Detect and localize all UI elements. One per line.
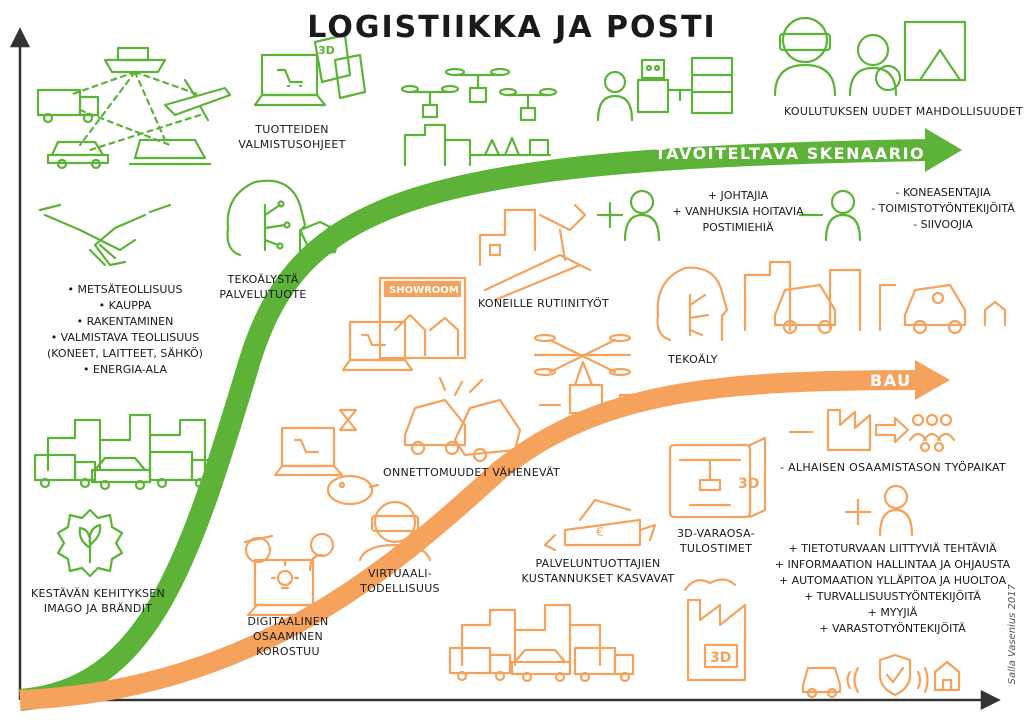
minus-job-item: - SIIVOOJIA bbox=[913, 218, 973, 231]
product-instructions-line-2: VALMISTUSOHJEET bbox=[238, 138, 346, 151]
axes bbox=[9, 27, 1001, 711]
printers-3d-line-1: 3D-VARAOSA- bbox=[676, 527, 756, 540]
target-scenario-label: TAVOITELTAVA SKENAARIO bbox=[655, 144, 926, 163]
sustainability-seal-icon bbox=[56, 508, 124, 578]
plus-job-item: + JOHTAJIA bbox=[707, 189, 769, 202]
car-crash-icon bbox=[403, 376, 522, 463]
handshake-icon bbox=[38, 203, 172, 267]
drone-delivery-icon bbox=[400, 67, 558, 167]
sustainability-label: KESTÄVÄN KEHITYKSEN IMAGO JA BRÄNDIT bbox=[28, 586, 168, 616]
plus-job-item: + VANHUKSIA HOITAVIA bbox=[672, 205, 804, 218]
new-job-item: + MYYJIÄ bbox=[867, 606, 918, 619]
minus-jobs-list: - KONEASENTAJIA - TOIMISTOTYÖNTEKIJÖITÄ … bbox=[868, 185, 1018, 233]
showroom-sign: SHOWROOM bbox=[389, 285, 459, 296]
traffic-jam-icon bbox=[33, 413, 212, 491]
svg-text:€: € bbox=[318, 233, 327, 249]
new-job-item: + AUTOMAATION YLLÄPITOA JA HUOLTOA bbox=[778, 574, 1007, 587]
industry-item: • RAKENTAMINEN bbox=[76, 315, 174, 328]
badge-3d: 3D bbox=[318, 44, 335, 57]
industries-list: • METSÄTEOLLISUUS • KAUPPA • RAKENTAMINE… bbox=[45, 282, 205, 378]
new-jobs-icon bbox=[844, 484, 914, 537]
ai-label: TEKOÄLY bbox=[668, 353, 718, 366]
ai-service-label: TEKOÄLYSTÄ PALVELUTUOTE bbox=[213, 272, 313, 302]
training-label: KOULUTUKSEN UUDET MAHDOLLISUUDET bbox=[784, 105, 1024, 118]
product-instructions-line-1: TUOTTEIDEN bbox=[255, 123, 329, 136]
plus-job-item: POSTIMIEHIÄ bbox=[702, 221, 774, 234]
sustainability-line-1: KESTÄVÄN KEHITYKSEN bbox=[30, 587, 166, 600]
new-job-item: + VARASTOTYÖNTEKIJÖITÄ bbox=[819, 622, 966, 635]
plus-jobs-list: + JOHTAJIA + VANHUKSIA HOITAVIA POSTIMIE… bbox=[668, 188, 808, 236]
robotic-arm-icon bbox=[478, 203, 592, 302]
virtual-reality-icon bbox=[358, 500, 432, 562]
virtual-reality-line-1: VIRTUAALI- bbox=[367, 567, 433, 580]
provider-costs-label: PALVELUNTUOTTAJIEN KUSTANNUKSET KASVAVAT bbox=[513, 556, 683, 586]
digital-skills-line-2: KOROSTUU bbox=[256, 645, 320, 658]
industry-item: • ENERGIA-ALA bbox=[83, 363, 167, 376]
3d-factory-icon bbox=[683, 578, 747, 682]
ai-head-icon bbox=[656, 266, 729, 342]
low-skill-jobs-label: - ALHAISEN OSAAMISTASON TYÖPAIKAT bbox=[780, 461, 1006, 474]
rising-costs-icon: € bbox=[543, 498, 657, 552]
industry-item: • METSÄTEOLLISUUS bbox=[67, 283, 183, 296]
printers-3d-line-2: TULOSTIMET bbox=[679, 542, 753, 555]
provider-costs-line-2: KUSTANNUKSET KASVAVAT bbox=[521, 572, 675, 585]
vr-training-icon bbox=[773, 16, 967, 97]
new-job-item: + TURVALLISUUSTYÖNTEKIJÖITÄ bbox=[804, 590, 981, 603]
job-increase-icon bbox=[596, 189, 661, 242]
product-instructions-label: TUOTTEIDEN VALMISTUSOHJEET bbox=[232, 122, 352, 152]
3d-printer-icon bbox=[668, 436, 767, 519]
laptop-3d-icon bbox=[253, 33, 367, 107]
ai-service-line-2: PALVELUTUOTE bbox=[219, 288, 307, 301]
digital-skills-icon bbox=[243, 532, 335, 617]
factory-badge-3d: 3D bbox=[710, 650, 731, 666]
robot-worker-icon bbox=[596, 56, 734, 122]
bau-arrow bbox=[19, 360, 950, 710]
traffic-orange-icon bbox=[448, 603, 635, 683]
factory-jobs-decrease-icon bbox=[788, 408, 956, 453]
showroom-icon bbox=[341, 276, 467, 372]
accidents-label: ONNETTOMUUDET VÄHENEVÄT bbox=[383, 466, 561, 479]
target-scenario-arrow bbox=[19, 128, 962, 711]
bau-label: BAU bbox=[870, 371, 912, 390]
digital-skills-line-1: DIGITAALINEN OSAAMINEN bbox=[247, 615, 329, 643]
svg-text:€: € bbox=[596, 525, 604, 539]
industry-item: • VALMISTAVA TEOLLISUUS bbox=[50, 331, 200, 344]
minus-job-item: - TOIMISTOTYÖNTEKIJÖITÄ bbox=[871, 202, 1015, 215]
new-job-item: + INFORMAATION HALLINTAA JA OHJAUSTA bbox=[774, 558, 1011, 571]
new-jobs-list: + TIETOTURVAAN LIITTYVIÄ TEHTÄVIÄ + INFO… bbox=[770, 541, 1015, 637]
printers-3d-label: 3D-VARAOSA- TULOSTIMET bbox=[666, 526, 766, 556]
virtual-reality-label: VIRTUAALI- TODELLISUUS bbox=[355, 566, 445, 596]
ai-head-price-icon: € bbox=[226, 179, 342, 257]
online-shopping-icon bbox=[273, 408, 380, 506]
job-decrease-icon bbox=[798, 189, 862, 242]
autonomous-cars-icon bbox=[743, 260, 1007, 335]
digital-skills-label: DIGITAALINEN OSAAMINEN KOROSTUU bbox=[218, 614, 358, 659]
industry-item: (KONEET, LAITTEET, SÄHKÖ) bbox=[47, 347, 203, 360]
security-icons bbox=[801, 653, 961, 699]
delivery-drone-icon bbox=[533, 333, 642, 415]
ai-service-line-1: TEKOÄLYSTÄ bbox=[227, 273, 299, 286]
artist-signature: Salla Vasenius 2017 bbox=[1007, 583, 1018, 684]
page-title: LOGISTIIKKA JA POSTI bbox=[307, 10, 717, 45]
sustainability-line-2: IMAGO JA BRÄNDIT bbox=[43, 602, 153, 615]
provider-costs-line-1: PALVELUNTUOTTAJIEN bbox=[535, 557, 661, 570]
industry-item: • KAUPPA bbox=[98, 299, 152, 312]
routine-work-label: KONEILLE RUTIINITYÖT bbox=[478, 297, 609, 310]
minus-job-item: - KONEASENTAJIA bbox=[895, 186, 991, 199]
logistics-network-icon bbox=[36, 46, 232, 170]
printer-badge-3d: 3D bbox=[738, 476, 759, 492]
new-job-item: + TIETOTURVAAN LIITTYVIÄ TEHTÄVIÄ bbox=[788, 542, 997, 555]
virtual-reality-line-2: TODELLISUUS bbox=[360, 582, 440, 595]
